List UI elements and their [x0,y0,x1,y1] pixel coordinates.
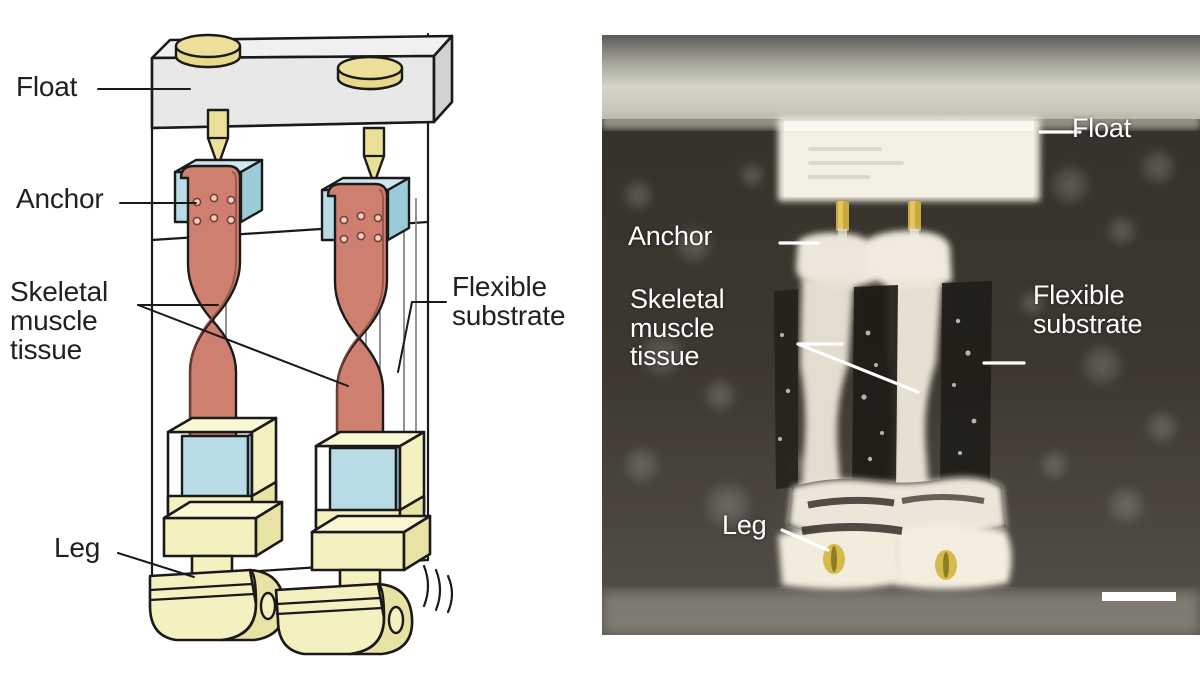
schematic-panel: .ln { fill:none; stroke:#1a1a1a; stroke-… [10,32,566,656]
schematic-label-anchor: Anchor [16,183,104,214]
leader-leg-schematic [117,552,195,578]
photo-feet [778,523,1012,590]
schematic-label-skeletal-muscle-tissue: Skeletal muscle tissue [10,276,109,366]
photo-floor-haze [602,591,1200,635]
photo-water-surface [602,35,1200,119]
leader-muscle-schematic-2 [137,304,349,387]
leader-flexible-schematic-2 [397,301,413,373]
photo-muscle-left [800,279,854,505]
schematic-float-posts [174,33,404,91]
schematic-label-leg: Leg [54,532,101,563]
leader-leg-photo [780,528,830,552]
photograph-image [602,35,1200,635]
schematic-label-flexible-substrate: Flexible substrate [452,271,566,332]
photo-label-float-main: Float [1072,113,1132,143]
photo-label-leg: Leg [722,510,767,540]
leader-muscle-photo-2 [796,342,920,394]
photograph-panel [602,35,1200,635]
schematic-float-pins [206,108,386,186]
photo-label-skeletal-muscle-tissue: Skeletal muscle tissue [630,284,725,372]
photo-bubbles [778,318,977,462]
photo-float [778,117,1040,201]
schematic-label-float: Float [16,71,78,102]
schematic-leg-right [274,430,432,656]
schematic-drawing: .ln { fill:none; stroke:#1a1a1a; stroke-… [97,32,454,656]
schematic-leader-lines [97,88,447,578]
schematic-motion-lines [422,564,454,614]
photo-leader-lines [778,130,1082,552]
photo-label-anchor: Anchor [628,221,713,251]
scale-bar [1102,592,1176,601]
photo-label-flexible-substrate: Flexible substrate [1033,280,1143,339]
schematic-leg-left [148,416,286,642]
photo-anchors-top [796,230,952,289]
